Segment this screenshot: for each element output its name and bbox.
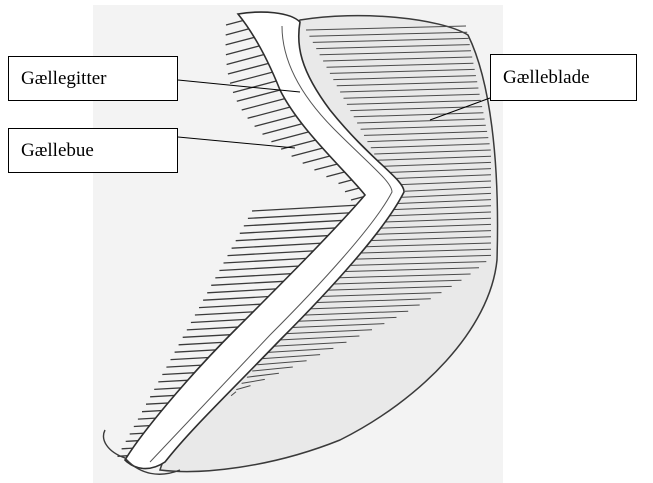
label-gaelleblade-text: Gælleblade (503, 67, 590, 89)
label-gaellegitter-text: Gællegitter (21, 68, 106, 90)
label-gaelleblade: Gælleblade (490, 54, 637, 101)
label-gaellegitter: Gællegitter (8, 56, 178, 101)
label-gaellebue-text: Gællebue (21, 140, 94, 162)
label-gaellebue: Gællebue (8, 128, 178, 173)
